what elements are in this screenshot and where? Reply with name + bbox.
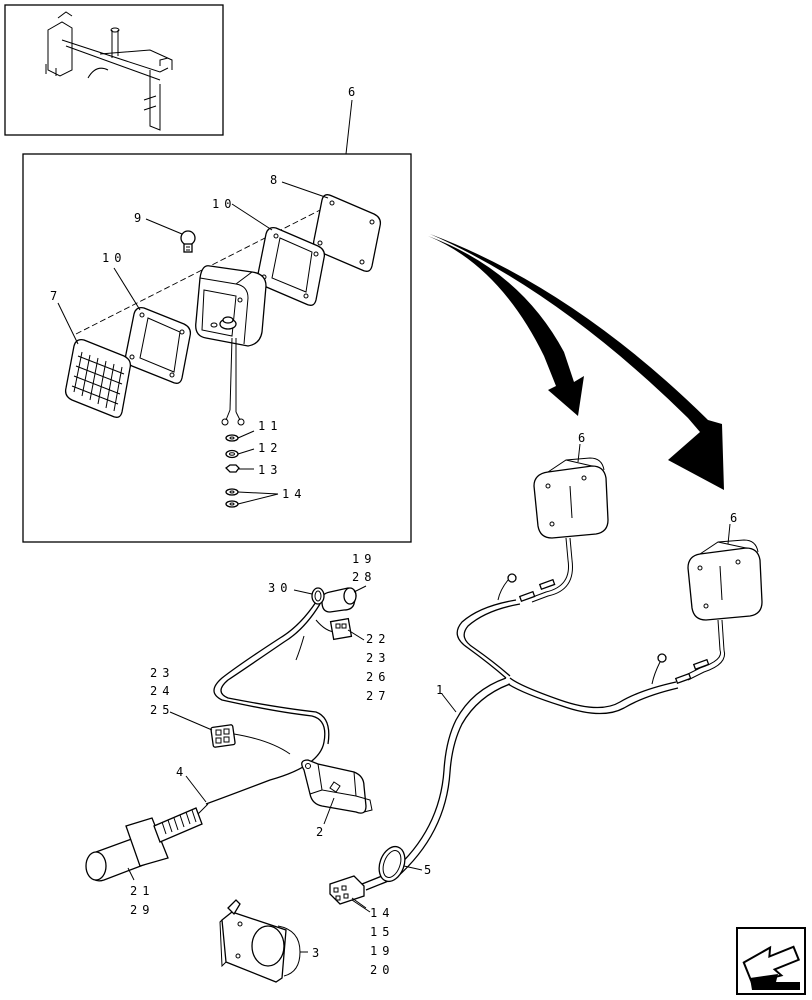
- lamp-housing-part: [195, 265, 267, 426]
- machine-locator-icon: [4, 4, 224, 136]
- callout-6-lamp-right: 6: [730, 511, 737, 525]
- callout-5: 5: [424, 863, 431, 877]
- callout-3: 3: [312, 946, 319, 960]
- main-harness-part: [361, 559, 726, 891]
- callout-13: 13: [258, 463, 282, 477]
- mounting-arrow-right: [430, 234, 724, 490]
- gasket-left-part: [124, 306, 192, 384]
- detail-leader-lines: [57, 181, 329, 505]
- callout-7: 7: [50, 289, 57, 303]
- harness-connector-part: [329, 875, 367, 909]
- callout-14-bottom: 14: [370, 906, 394, 920]
- callout-25: 25: [150, 703, 174, 717]
- callout-23-right: 23: [366, 651, 390, 665]
- switch-harness-part: [205, 587, 357, 805]
- callout-1: 1: [436, 683, 443, 697]
- callout-24: 24: [150, 684, 174, 698]
- callout-20: 20: [370, 963, 394, 977]
- installed-lamp-left: [533, 457, 609, 561]
- next-page-arrow-icon[interactable]: [736, 927, 806, 995]
- callout-19-bottom: 19: [370, 944, 394, 958]
- lower-leader-lines: [127, 443, 731, 953]
- callout-26: 26: [366, 670, 390, 684]
- callout-21: 21: [130, 884, 154, 898]
- callout-6-lamp-left: 6: [578, 431, 585, 445]
- callout-19-top: 19: [352, 552, 376, 566]
- installed-lamp-right: [687, 539, 763, 651]
- switch-bracket-part: [219, 899, 301, 983]
- lens-cover-part: [312, 194, 382, 272]
- callout-23-left: 23: [150, 666, 174, 680]
- callout-10-left: 10: [102, 251, 126, 265]
- callout-10-right: 10: [212, 197, 236, 211]
- callout-29: 29: [130, 903, 154, 917]
- lens-grille-part: [64, 338, 132, 418]
- callout-27: 27: [366, 689, 390, 703]
- callout-8: 8: [270, 173, 277, 187]
- callout-11: 11: [258, 419, 282, 433]
- callout-14-box: 14: [282, 487, 306, 501]
- callout-labels: 6 8 9 10 10 7 11 12 13 14 6 6 19 28 30 2…: [50, 85, 737, 977]
- mounting-arrow-left: [428, 236, 584, 416]
- callout-4: 4: [176, 765, 183, 779]
- callout-12: 12: [258, 441, 282, 455]
- flasher-part: [301, 759, 373, 814]
- callout-28: 28: [352, 570, 376, 584]
- callout-22: 22: [366, 632, 390, 646]
- gasket-right-part: [256, 226, 326, 306]
- light-switch-part: [85, 803, 209, 882]
- callout-2: 2: [316, 825, 323, 839]
- lamp-detail-box: [22, 99, 412, 543]
- callout-30: 30: [268, 581, 292, 595]
- callout-6-box: 6: [348, 85, 355, 99]
- hardware-stack-part: [225, 434, 240, 508]
- bulb-part: [180, 230, 196, 253]
- callout-15: 15: [370, 925, 394, 939]
- callout-9: 9: [134, 211, 141, 225]
- tie-strap-part: [378, 845, 423, 883]
